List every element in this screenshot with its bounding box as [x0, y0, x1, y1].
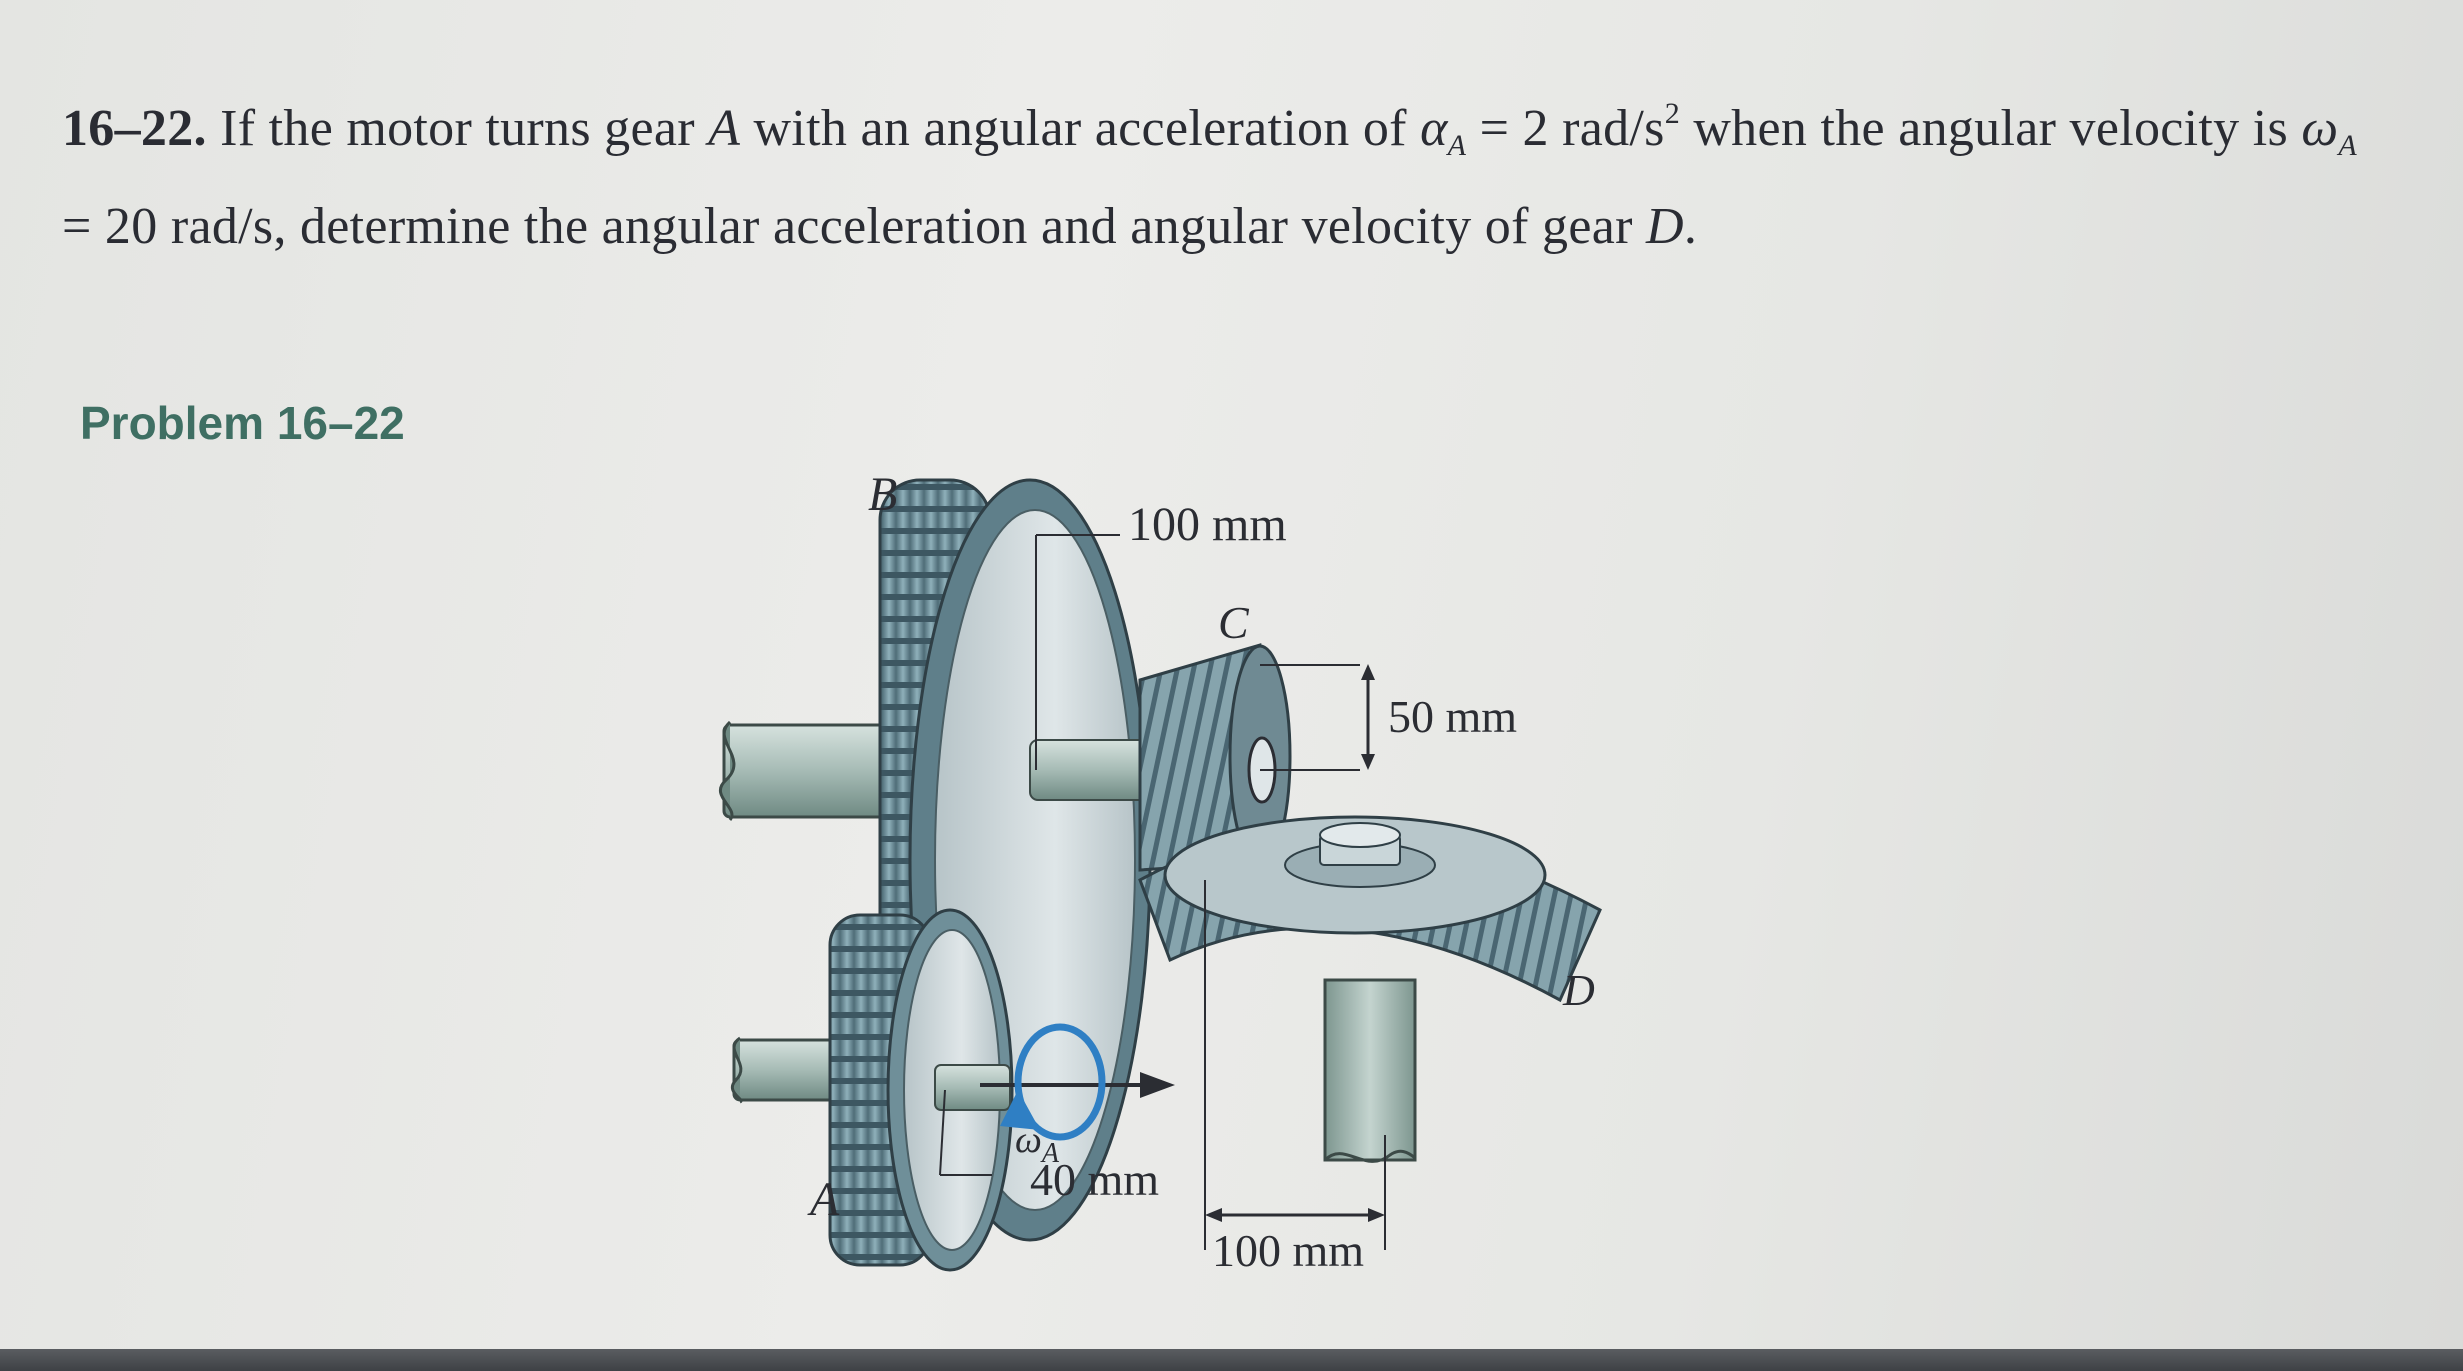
gear-a-ref: A — [708, 100, 741, 157]
text-segment: , determine the angular acceleration and… — [273, 198, 1646, 255]
label-c: C — [1218, 597, 1250, 648]
omega-symbol: ω — [2301, 100, 2339, 157]
gear-c — [1138, 643, 1292, 872]
dim-label-b-radius: 100 mm — [1128, 498, 1287, 551]
omega-subscript-fig: A — [1040, 1138, 1060, 1169]
label-b: B — [868, 468, 897, 521]
dim-label-a-radius: 40 mm — [1030, 1154, 1159, 1205]
text-segment: when the angular velocity is — [1680, 100, 2302, 157]
text-segment: . — [1683, 198, 1698, 255]
alpha-value: = 2 rad/s — [1466, 100, 1665, 157]
dim-label-d-radius: 100 mm — [1212, 1225, 1364, 1276]
problem-number: 16–22. — [62, 100, 207, 157]
text-segment: If the motor turns gear — [206, 100, 709, 157]
omega-a-arrow — [980, 1023, 1175, 1141]
alpha-exponent: 2 — [1664, 97, 1681, 130]
gear-d — [1138, 815, 1602, 1163]
omega-label: ωA — [1015, 1119, 1060, 1169]
text-segment: with an angular acceleration of — [740, 100, 1421, 157]
dimension-lines — [939, 664, 1386, 1250]
label-a: A — [807, 1173, 840, 1226]
gear-train-figure: B 100 mm C 50 mm D ωA 40 mm A 100 mm — [700, 440, 1660, 1320]
gear-d-ref: D — [1646, 198, 1684, 255]
omega-value: = 20 rad/s — [62, 198, 274, 255]
label-d: D — [1562, 966, 1595, 1015]
figure-caption: Problem 16–22 — [80, 397, 405, 449]
omega-subscript: A — [2338, 129, 2357, 162]
alpha-subscript: A — [1447, 129, 1467, 162]
gear-a — [730, 908, 1014, 1272]
gear-diagram: B 100 mm C 50 mm D ωA 40 mm A 100 mm — [718, 468, 1602, 1276]
omega-symbol-fig: ω — [1015, 1119, 1042, 1161]
alpha-symbol: α — [1420, 100, 1448, 157]
dim-label-c-radius: 50 mm — [1388, 691, 1517, 742]
screen-edge — [0, 1349, 2463, 1371]
problem-statement: 16–22. If the motor turns gear A with an… — [62, 80, 2362, 276]
